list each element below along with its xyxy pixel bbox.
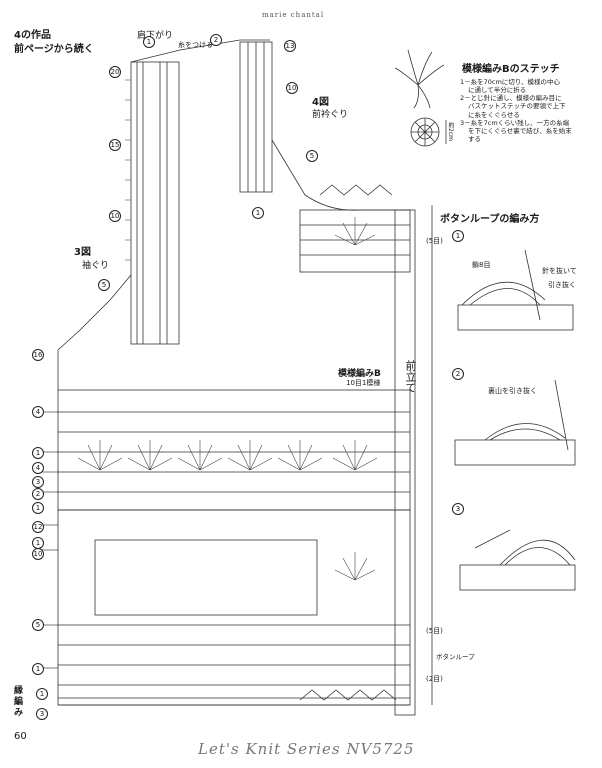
series-watermark: Let's Knit Series NV5725 (198, 740, 415, 758)
row-marker: 1 (143, 36, 155, 48)
center-gap (94, 539, 318, 616)
pull-label-2: 引き抜く (548, 281, 576, 289)
figure-3-label: 3図 (74, 247, 91, 258)
row-marker: 1 (32, 663, 44, 675)
row-marker: 3 (36, 708, 48, 720)
figure-4-label: 4図 (312, 97, 329, 108)
upper-front-block (299, 209, 411, 273)
row-marker: 1 (252, 207, 264, 219)
row-marker: 15 (109, 139, 121, 151)
pattern-b-label: 模様編みB (338, 369, 381, 379)
zigzag-edge-line (299, 689, 397, 701)
row-marker: 16 (32, 349, 44, 361)
stitch-b-measure: 約2cm (447, 122, 454, 141)
row-marker: 5 (306, 150, 318, 162)
row-marker: 2 (210, 34, 222, 46)
watermark-top: marie chantal (262, 11, 325, 19)
step-3-marker: 3 (452, 503, 464, 515)
stitch-b-steps: 1－糸を70cmに切り、模様の中心 に通して半分に折る 2－とじ針に通し、模様の… (460, 78, 572, 143)
neck-curve-line (271, 139, 410, 211)
row-marker: 10 (32, 548, 44, 560)
row-marker: 2 (32, 488, 44, 500)
start-yarn-label: 糸をつける (178, 41, 213, 49)
stitch-count-2: (2目) (426, 675, 443, 683)
row-marker: 10 (109, 210, 121, 222)
row-marker: 5 (32, 619, 44, 631)
row-marker: 10 (286, 82, 298, 94)
figure-3-sub: 袖ぐり (82, 261, 110, 271)
pull-label-1: 針を抜いて (542, 267, 577, 275)
front-band-label: 前立て (404, 360, 417, 393)
button-loop-marker: ボタンループ (436, 653, 475, 661)
row-marker: 5 (98, 279, 110, 291)
stitch-count-5-top: (5目) (426, 237, 443, 245)
row-marker: 1 (32, 502, 44, 514)
button-loop-title: ボタンループの編み方 (440, 214, 540, 225)
armhole-curve-line (57, 274, 132, 390)
stitch-count-5-bottom: (5目) (426, 627, 443, 635)
row-marker: 4 (32, 406, 44, 418)
stitch-b-illustration (394, 49, 447, 147)
row-marker: 1 (36, 688, 48, 700)
stitch-b-title: 模様編みBのステッチ (462, 64, 560, 75)
step-1-marker: 1 (452, 230, 464, 242)
page-number: 60 (14, 731, 27, 742)
back-loop-label: 裏山を引き抜く (488, 387, 537, 395)
front-band-strip (394, 209, 416, 716)
figure-4-sub: 前衿ぐり (312, 110, 349, 120)
row-marker: 20 (109, 66, 121, 78)
chain-label: 鎖8目 (472, 261, 491, 269)
page-title: 4の作品 (14, 30, 51, 41)
step-2-marker: 2 (452, 368, 464, 380)
row-marker: 13 (284, 40, 296, 52)
shoulder-slope-line (130, 39, 270, 63)
row-marker: 4 (32, 462, 44, 474)
zigzag-neck-line (319, 184, 393, 196)
button-loop-illustrations (454, 249, 576, 591)
row-marker: 3 (32, 476, 44, 488)
pattern-b-sub: 10目1模様 (346, 379, 381, 387)
page-subtitle: 前ページから続く (14, 44, 94, 55)
row-marker: 12 (32, 521, 44, 533)
shoulder-label: 肩下がり (137, 31, 174, 41)
edging-label: 縁編み (14, 686, 24, 718)
row-marker: 1 (32, 447, 44, 459)
sleeve-column-block (130, 61, 180, 345)
